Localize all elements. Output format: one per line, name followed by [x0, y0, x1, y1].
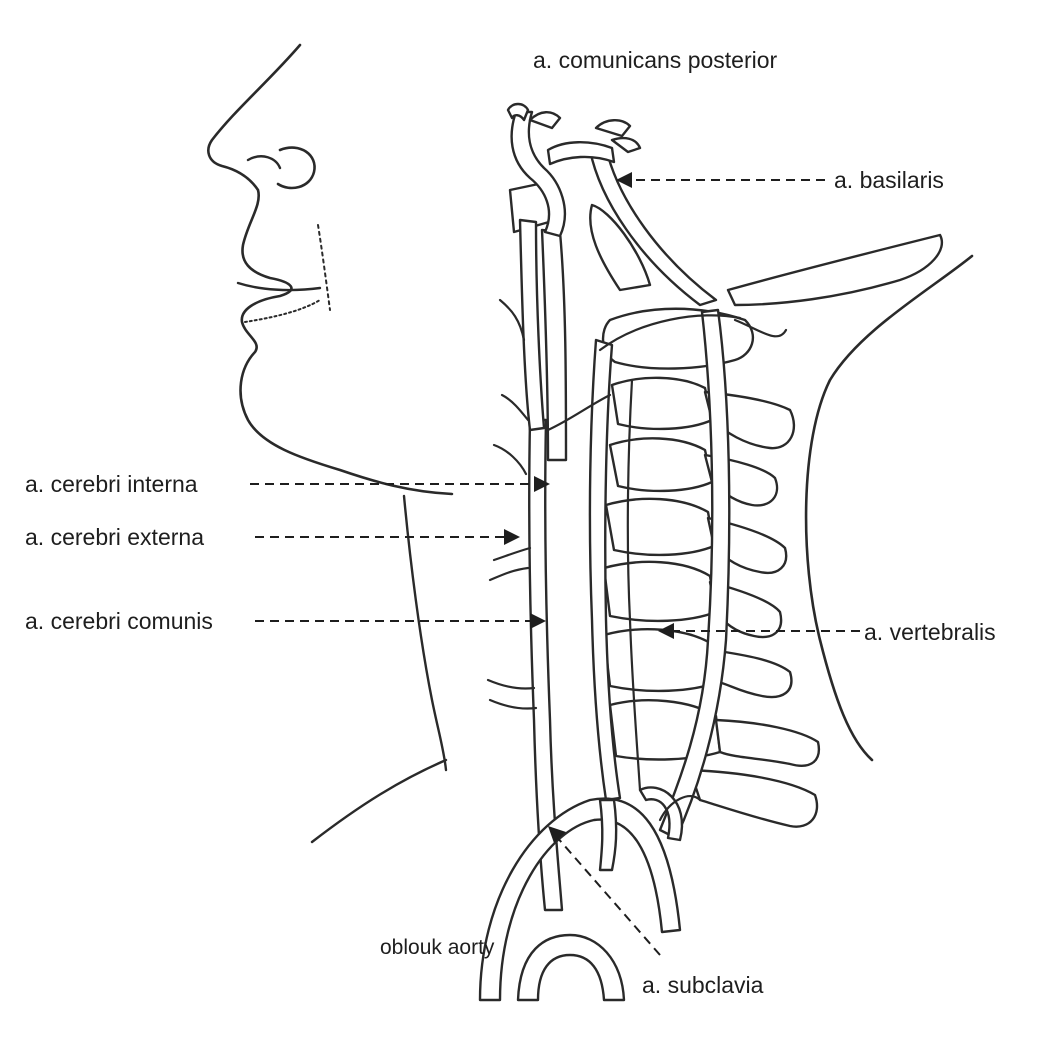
- label-cerebri-externa: a. cerebri externa: [25, 524, 204, 550]
- label-comunicans-posterior: a. comunicans posterior: [533, 47, 778, 73]
- label-oblouk-aorty: oblouk aorty: [380, 936, 495, 959]
- face-profile: [208, 45, 452, 842]
- label-cerebri-interna: a. cerebri interna: [25, 471, 198, 497]
- label-cerebri-comunis: a. cerebri comunis: [25, 608, 213, 634]
- label-basilaris: a. basilaris: [834, 167, 944, 193]
- label-vertebralis: a. vertebralis: [864, 619, 996, 645]
- arrow-cerebri-externa: [504, 529, 520, 545]
- label-subclavia: a. subclavia: [642, 972, 764, 998]
